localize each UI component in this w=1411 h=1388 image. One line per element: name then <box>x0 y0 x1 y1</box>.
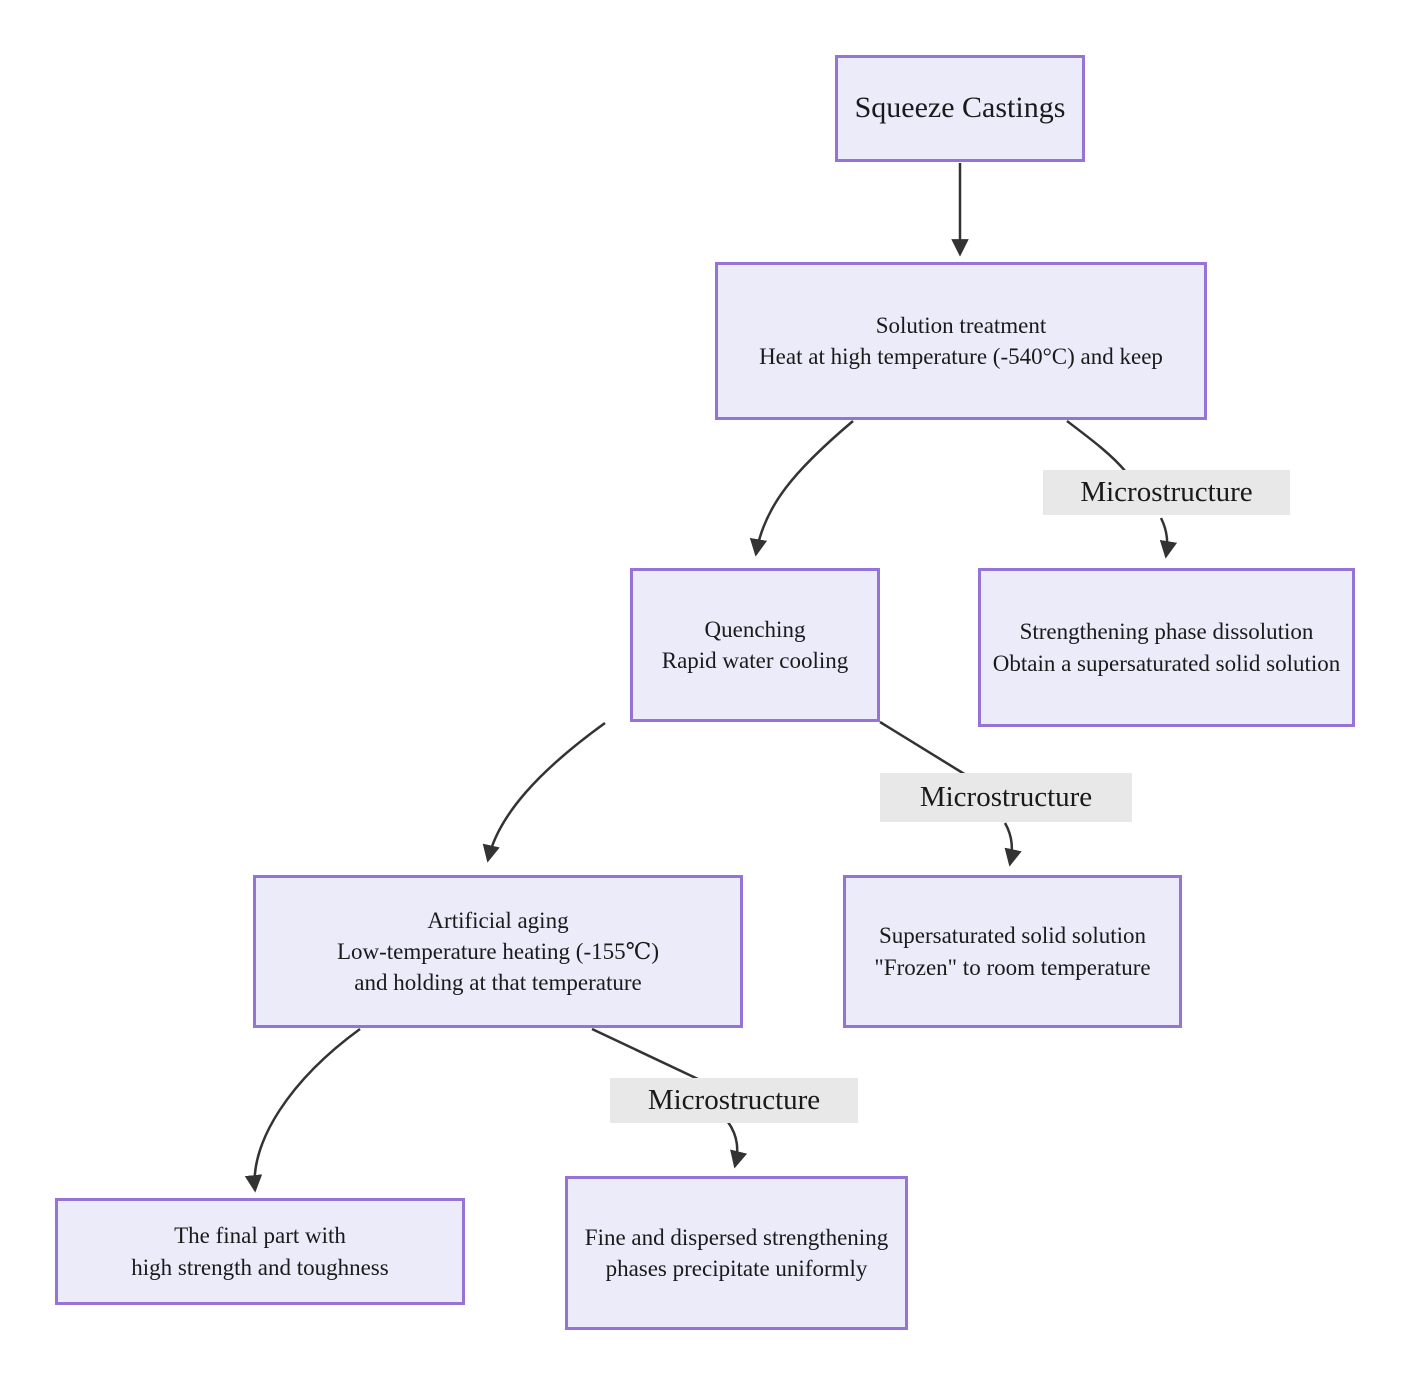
microstructure-label-3: Microstructure <box>610 1078 858 1123</box>
microstructure-label-text: Microstructure <box>1080 476 1253 508</box>
node-label-line: high strength and toughness <box>131 1254 389 1280</box>
node-label-line: The final part with <box>174 1223 346 1249</box>
node-final-part: The final part with high strength and to… <box>55 1198 465 1305</box>
node-label-line: and holding at that temperature <box>354 970 642 996</box>
node-label-line: Artificial aging <box>427 907 569 933</box>
arrow-solution-to-quenching <box>749 420 854 557</box>
node-label: Squeeze Castings <box>854 91 1066 125</box>
arrow-microstructure-3-to-fine <box>726 1121 748 1169</box>
node-supersaturated-solid-solution: Supersaturated solid solution "Frozen" t… <box>843 875 1182 1028</box>
arrow-microstructure-1-to-strengthening <box>1159 517 1178 559</box>
node-label-line: Strengthening phase dissolution <box>1019 619 1314 645</box>
line-quenching-to-microstructure-2 <box>879 720 967 777</box>
node-fine-dispersed-phases: Fine and dispersed strengthening phases … <box>565 1176 908 1330</box>
node-strengthening-phase-dissolution: Strengthening phase dissolution Obtain a… <box>978 568 1355 727</box>
node-artificial-aging: Artificial aging Low-temperature heating… <box>253 875 743 1028</box>
line-solution-to-microstructure-1 <box>1066 420 1127 473</box>
microstructure-label-text: Microstructure <box>647 1084 821 1116</box>
node-label-line: phases precipitate uniformly <box>605 1256 868 1281</box>
microstructure-label-1: Microstructure <box>1043 470 1290 515</box>
node-quenching: Quenching Rapid water cooling <box>630 568 880 722</box>
microstructure-label-text: Microstructure <box>919 781 1093 813</box>
node-squeeze-castings: Squeeze Castings <box>835 55 1085 162</box>
node-label-line: Rapid water cooling <box>661 648 849 673</box>
node-label-line: Quenching <box>704 616 806 642</box>
node-label-line: Heat at high temperature (-540°C) and ke… <box>759 344 1163 369</box>
node-label-line: Obtain a supersaturated solid solution <box>992 650 1341 676</box>
node-label-line: Solution treatment <box>875 312 1047 338</box>
node-solution-treatment: Solution treatment Heat at high temperat… <box>715 262 1207 420</box>
node-label-line: Fine and dispersed strengthening <box>584 1224 889 1250</box>
node-label-line: Supersaturated solid solution <box>878 923 1147 949</box>
arrow-microstructure-2-to-supersaturated <box>1003 822 1022 867</box>
node-label-line: "Frozen" to room temperature <box>874 954 1151 980</box>
arrow-aging-to-final <box>244 1027 361 1193</box>
microstructure-label-2: Microstructure <box>880 773 1132 822</box>
node-label-line: Low-temperature heating (-155℃) <box>336 938 660 964</box>
line-aging-to-microstructure-3 <box>591 1027 701 1082</box>
arrow-quenching-to-aging <box>482 721 606 863</box>
